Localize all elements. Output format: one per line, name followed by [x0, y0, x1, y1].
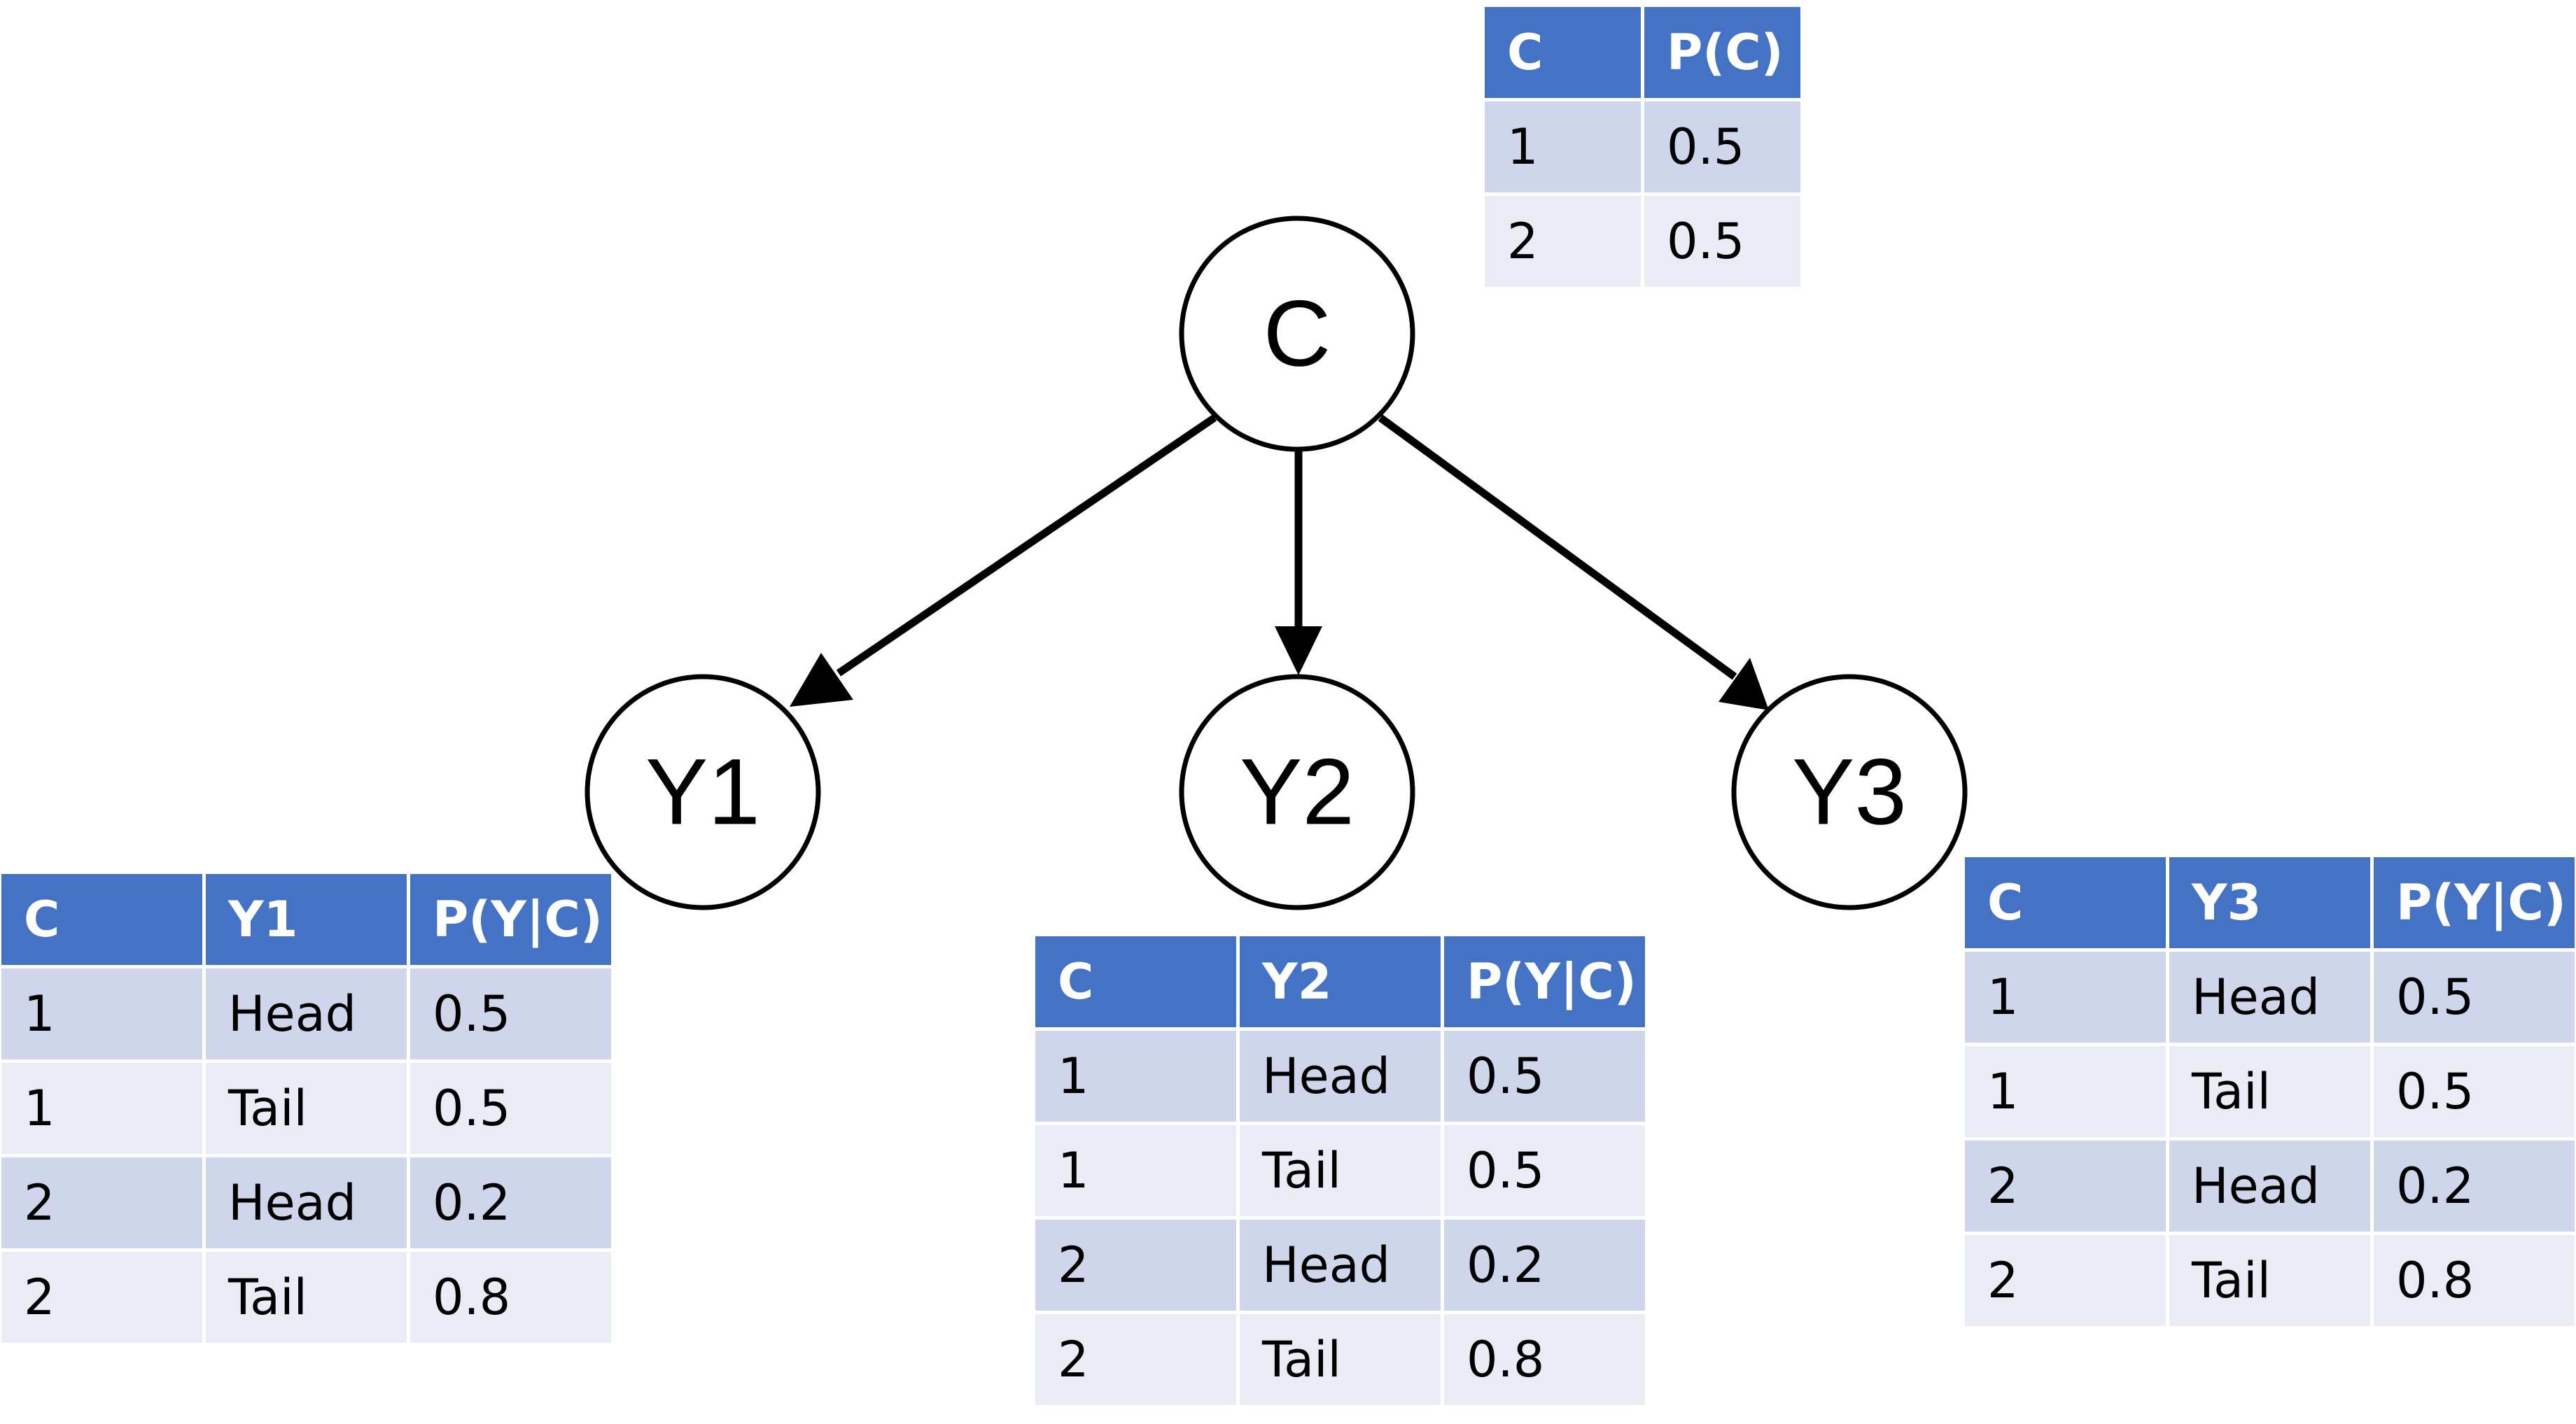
table-cell: 0.5	[410, 1063, 611, 1154]
table-cell: 0.5	[410, 968, 611, 1059]
table-cell: 2	[1485, 196, 1641, 287]
table-cell: 0.5	[2374, 952, 2575, 1043]
column-header: C	[1, 874, 202, 965]
table-header-row: C Y3 P(Y|C)	[1965, 857, 2575, 948]
table-cell: 1	[1965, 952, 2166, 1043]
table-cell: 1	[1035, 1031, 1236, 1122]
table-cell: Tail	[2169, 1235, 2370, 1326]
table-cell: 0.2	[2374, 1141, 2575, 1232]
arrowhead-y2	[1275, 626, 1322, 675]
table-cell: Tail	[206, 1063, 407, 1154]
table-cell: 2	[1965, 1235, 2166, 1326]
table-row: 2 Head 0.2	[1035, 1220, 1645, 1311]
column-header: Y1	[206, 874, 407, 965]
table-cell: 0.2	[1444, 1220, 1645, 1311]
table-row: 1 Head 0.5	[1, 968, 611, 1059]
node-y2-label: Y2	[1240, 740, 1354, 845]
table-cell: Head	[206, 1157, 407, 1248]
table-cell: 1	[1965, 1046, 2166, 1137]
table-row: 1 Head 0.5	[1035, 1031, 1645, 1122]
table-cell: 2	[1965, 1141, 2166, 1232]
column-header: C	[1485, 7, 1641, 98]
table-row: 2 0.5	[1485, 196, 1800, 287]
column-header: C	[1035, 936, 1236, 1027]
node-y1-label: Y1	[645, 740, 760, 845]
table-header-row: C Y2 P(Y|C)	[1035, 936, 1645, 1027]
node-c-label: C	[1264, 282, 1331, 386]
table-row: 1 0.5	[1485, 101, 1800, 192]
table-cell: 1	[1, 1063, 202, 1154]
table-cell: 0.5	[1444, 1031, 1645, 1122]
node-y1: Y1	[584, 674, 821, 910]
table-cell: Tail	[1240, 1125, 1441, 1216]
table-cell: 0.5	[1444, 1125, 1645, 1216]
table-cell: 2	[1, 1252, 202, 1343]
table-cell: Head	[1240, 1220, 1441, 1311]
column-header: P(C)	[1644, 7, 1800, 98]
table-header-row: C Y1 P(Y|C)	[1, 874, 611, 965]
table-cell: Tail	[1240, 1314, 1441, 1405]
column-header: P(Y|C)	[410, 874, 611, 965]
table-cell: 0.8	[1444, 1314, 1645, 1405]
cpt-table-y1: C Y1 P(Y|C) 1 Head 0.5 1 Tail 0.5 2 Head…	[0, 870, 615, 1346]
column-header: Y3	[2169, 857, 2370, 948]
table-cell: 2	[1035, 1314, 1236, 1405]
table-cell: Head	[206, 968, 407, 1059]
table-cell: Head	[1240, 1031, 1441, 1122]
table-row: 1 Tail 0.5	[1, 1063, 611, 1154]
table-cell: 0.8	[410, 1252, 611, 1343]
cpt-table-c: C P(C) 1 0.5 2 0.5	[1481, 3, 1804, 290]
table-cell: 1	[1, 968, 202, 1059]
edge-c-to-y1	[836, 414, 1217, 677]
table-cell: Tail	[2169, 1046, 2370, 1137]
table-row: 2 Head 0.2	[1, 1157, 611, 1248]
table-cell: 0.8	[2374, 1235, 2575, 1326]
table-row: 2 Tail 0.8	[1035, 1314, 1645, 1405]
table-cell: 1	[1485, 101, 1641, 192]
column-header: P(Y|C)	[1444, 936, 1645, 1027]
arrowhead-y3	[1718, 658, 1769, 710]
table-row: 1 Head 0.5	[1965, 952, 2575, 1043]
table-header-row: C P(C)	[1485, 7, 1800, 98]
table-row: 1 Tail 0.5	[1035, 1125, 1645, 1216]
table-cell: 0.5	[1644, 196, 1800, 287]
table-row: 2 Tail 0.8	[1965, 1235, 2575, 1326]
table-cell: 2	[1, 1157, 202, 1248]
cpt-table-y2: C Y2 P(Y|C) 1 Head 0.5 1 Tail 0.5 2 Head…	[1032, 933, 1648, 1409]
table-cell: 1	[1035, 1125, 1236, 1216]
cpt-table-y3: C Y3 P(Y|C) 1 Head 0.5 1 Tail 0.5 2 Head…	[1961, 854, 2576, 1330]
table-cell: Tail	[206, 1252, 407, 1343]
table-cell: Head	[2169, 1141, 2370, 1232]
table-row: 2 Tail 0.8	[1, 1252, 611, 1343]
column-header: C	[1965, 857, 2166, 948]
node-y3: Y3	[1731, 674, 1968, 910]
node-c: C	[1179, 216, 1415, 452]
table-cell: Head	[2169, 952, 2370, 1043]
table-row: 2 Head 0.2	[1965, 1141, 2575, 1232]
table-cell: 0.5	[2374, 1046, 2575, 1137]
table-cell: 0.5	[1644, 101, 1800, 192]
column-header: P(Y|C)	[2374, 857, 2575, 948]
node-y3-label: Y3	[1792, 740, 1907, 845]
table-row: 1 Tail 0.5	[1965, 1046, 2575, 1137]
edge-c-to-y3	[1378, 414, 1737, 680]
arrowhead-y1	[790, 653, 853, 707]
column-header: Y2	[1240, 936, 1441, 1027]
node-y2: Y2	[1179, 674, 1415, 910]
table-cell: 2	[1035, 1220, 1236, 1311]
table-cell: 0.2	[410, 1157, 611, 1248]
